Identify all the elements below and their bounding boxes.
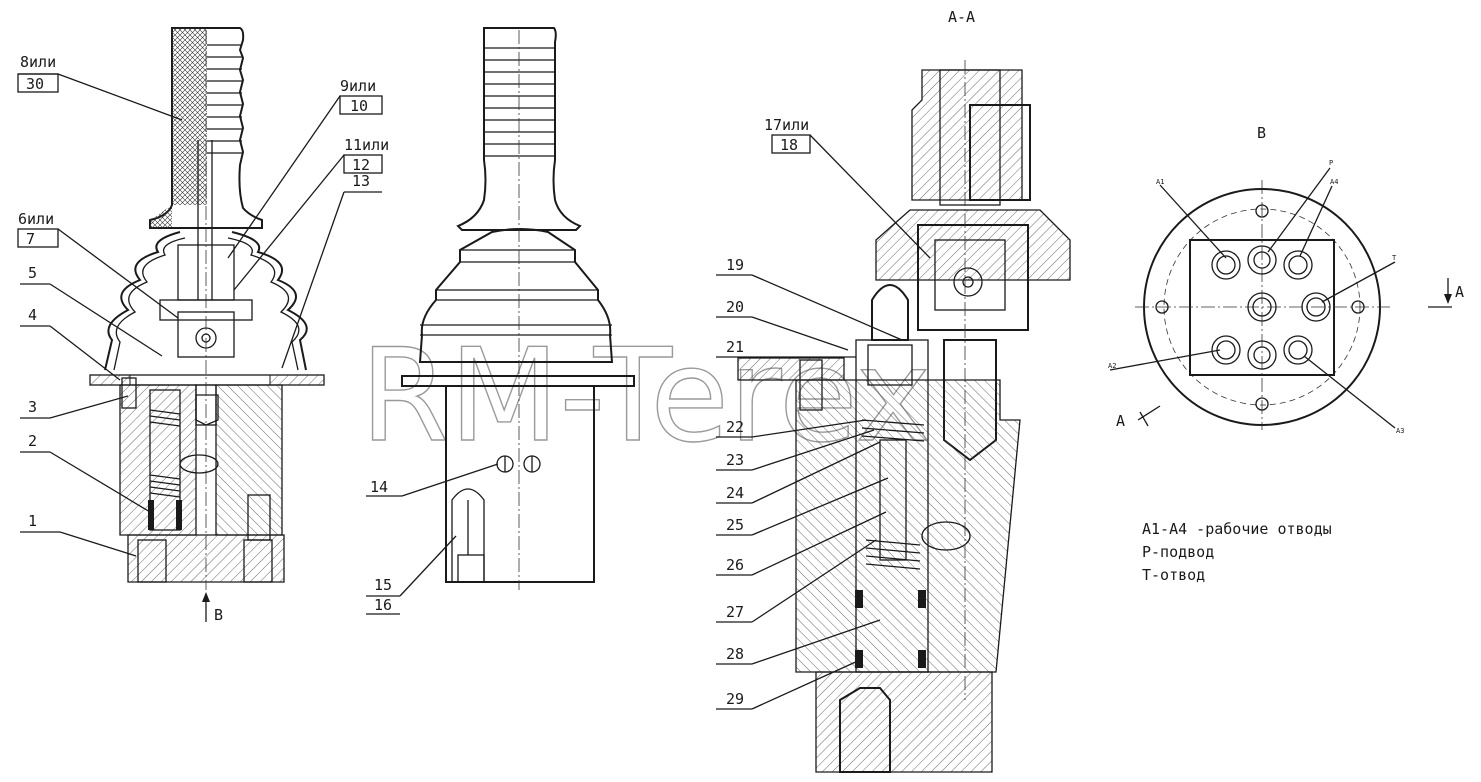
view-b: В A1 P A4 T A2 — [1108, 124, 1464, 435]
view-arrow-b-label: В — [214, 606, 223, 624]
callout-8-top: 8или — [20, 53, 56, 71]
callout-19: 19 — [726, 256, 744, 274]
port-label-a3: A3 — [1396, 427, 1404, 435]
callout-17-top: 17или — [764, 116, 809, 134]
callout-23: 23 — [726, 451, 744, 469]
callout-9-top: 9или — [340, 77, 376, 95]
callout-5: 5 — [28, 264, 37, 282]
port-label-a4: A4 — [1330, 178, 1338, 186]
callout-2: 2 — [28, 432, 37, 450]
view-b-title: В — [1257, 124, 1266, 142]
bottom-adapter — [815, 671, 993, 773]
callout-3: 3 — [28, 398, 37, 416]
callout-6-top: 6или — [18, 210, 54, 228]
callout-18: 18 — [780, 136, 798, 154]
view-b-port-block — [1189, 239, 1335, 376]
boot-right-outer — [231, 231, 308, 371]
body-exterior — [445, 385, 595, 583]
middle-exterior-view — [401, 27, 635, 590]
left-section-view: В — [89, 27, 325, 624]
callout-27: 27 — [726, 603, 744, 621]
callout-10: 10 — [350, 97, 368, 115]
callout-12: 12 — [352, 156, 370, 174]
port-label-a2: A2 — [1108, 362, 1116, 370]
callout-15: 15 — [374, 576, 392, 594]
cover-plate — [737, 357, 845, 381]
yoke — [875, 209, 1071, 281]
callout-30: 30 — [26, 75, 44, 93]
port-legend: A1-A4 -рабочие отводы P-подвод T-отвод — [1142, 520, 1332, 584]
callout-11-top: 11или — [344, 136, 389, 154]
callout-7: 7 — [26, 230, 35, 248]
handle-section — [911, 69, 1023, 201]
legend-line-2: P-подвод — [1142, 543, 1214, 561]
plunger-left — [871, 284, 909, 341]
callout-16: 16 — [374, 596, 392, 614]
legend-line-1: A1-A4 -рабочие отводы — [1142, 520, 1332, 538]
callout-4: 4 — [28, 306, 37, 324]
section-a-a-view: А-А — [737, 8, 1071, 773]
callouts-section: 17или 18 19 20 21 22 23 24 25 26 27 28 — [716, 116, 931, 710]
callout-20: 20 — [726, 298, 744, 316]
port-label-t: T — [1392, 254, 1397, 262]
callout-14: 14 — [370, 478, 388, 496]
boot-exterior — [418, 228, 614, 363]
callout-25: 25 — [726, 516, 744, 534]
callout-21: 21 — [726, 338, 744, 356]
valve-body-section — [795, 379, 1021, 673]
callout-28: 28 — [726, 645, 744, 663]
port-label-a1: A1 — [1156, 178, 1164, 186]
boot-left-outer — [104, 231, 181, 371]
callout-13: 13 — [352, 172, 370, 190]
section-title: А-А — [948, 8, 975, 26]
valve-body-right — [215, 384, 283, 536]
handle-knurl — [172, 28, 207, 205]
callout-22: 22 — [726, 418, 744, 436]
callouts-left: 8или 30 9или 10 11или 12 13 6или 7 5 4 3… — [17, 53, 499, 615]
legend-line-3: T-отвод — [1142, 566, 1205, 584]
callout-1: 1 — [28, 512, 37, 530]
section-arrow-a-right: А — [1455, 283, 1464, 301]
callout-24: 24 — [726, 484, 744, 502]
view-b-ports — [1211, 245, 1331, 370]
section-arrow-a-bottom: А — [1116, 412, 1125, 430]
callout-26: 26 — [726, 556, 744, 574]
port-label-p: P — [1329, 159, 1333, 167]
callout-29: 29 — [726, 690, 744, 708]
handle-exterior — [456, 27, 582, 231]
